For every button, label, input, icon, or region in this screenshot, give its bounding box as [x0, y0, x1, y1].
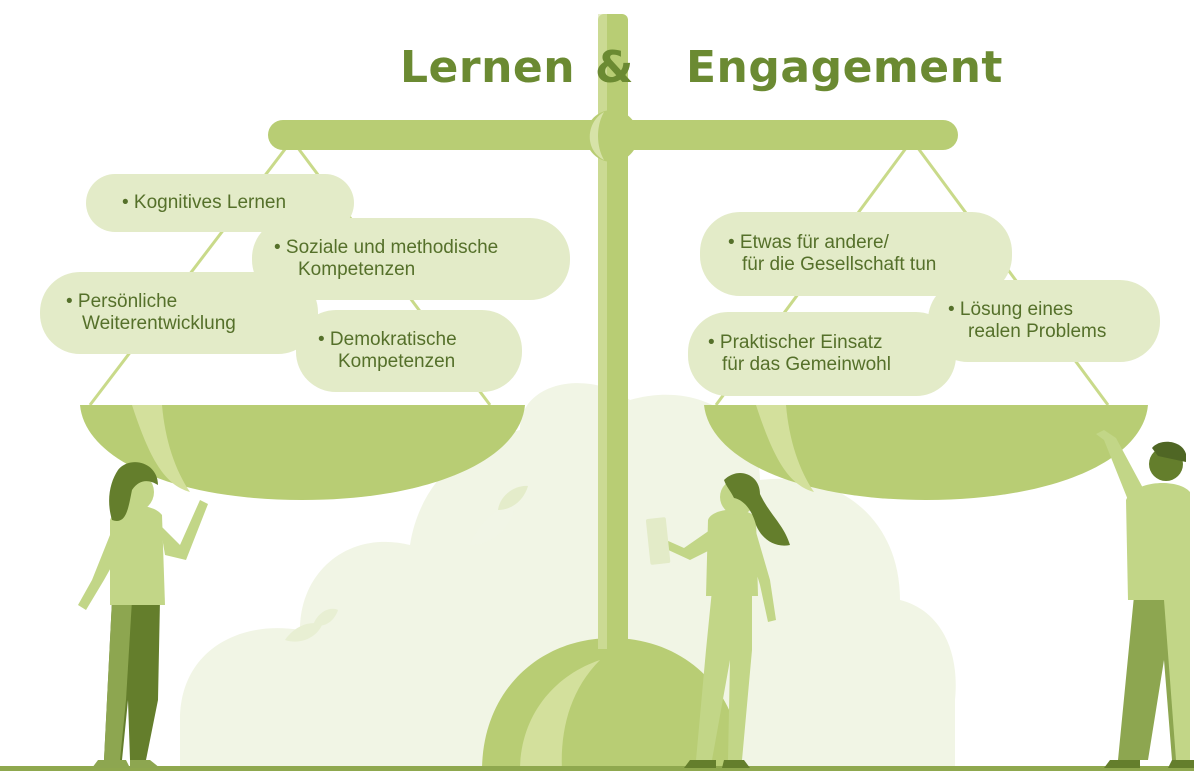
left-item-line: Weiterentwicklung — [82, 313, 236, 334]
leaf-icon — [498, 485, 528, 510]
title-left-word: Lernen — [400, 42, 576, 93]
title-ampersand: & — [595, 42, 634, 93]
person-left-raised-arm — [160, 500, 208, 560]
right-item-line: für die Gesellschaft tun — [742, 254, 937, 275]
person-left-shirt — [110, 505, 165, 605]
person-left-shoe — [130, 760, 160, 768]
person-left-lower-arm — [78, 530, 118, 610]
title-right-word: Engagement — [686, 42, 1003, 93]
left-item-kognitives-lernen: • Kognitives Lernen — [86, 174, 354, 232]
left-item-line: • Persönliche — [66, 291, 178, 312]
right-item-line: • Etwas für andere/ — [728, 232, 889, 253]
leaf-icon — [470, 505, 515, 545]
person-middle-icon — [645, 472, 790, 768]
left-item-persoenliche-weiterentwicklung: • Persönliche Weiterentwicklung — [40, 272, 318, 354]
person-left-icon — [78, 462, 208, 768]
ground-line — [0, 766, 1194, 771]
scale-base-highlight — [520, 660, 600, 771]
person-middle-shoe — [722, 760, 750, 768]
background-cloud-shape — [180, 383, 956, 771]
person-right-shoe — [1168, 760, 1194, 768]
left-pan — [80, 405, 525, 500]
person-left-trousers-shade — [104, 600, 132, 760]
person-left-hair — [109, 462, 158, 521]
right-item-gemeinwohl: • Praktischer Einsatz für das Gemeinwohl — [688, 312, 956, 396]
person-left-shoe — [92, 760, 130, 768]
left-item-line: Kompetenzen — [298, 259, 416, 280]
right-pan — [704, 405, 1148, 500]
person-right-shoe — [1104, 760, 1140, 768]
left-pan-highlight — [132, 405, 190, 492]
right-item-line: • Praktischer Einsatz — [708, 332, 883, 353]
person-middle-paper — [645, 517, 671, 565]
right-item-line: realen Problems — [968, 321, 1107, 342]
left-item-line: • Kognitives Lernen — [122, 192, 287, 213]
scale-pivot-highlight — [589, 112, 604, 160]
person-right-raised-arm — [1096, 430, 1144, 505]
person-middle-shoe — [684, 760, 716, 768]
person-middle-hair — [724, 472, 790, 546]
right-pan-highlight — [756, 405, 814, 492]
person-right-trousers-light — [1164, 600, 1190, 760]
left-item-demokratische-kompetenzen: • Demokratische Kompetenzen — [296, 310, 522, 392]
person-right-shirt — [1126, 482, 1190, 600]
person-middle-arm — [664, 530, 714, 560]
person-right-hair — [1152, 441, 1186, 462]
right-item-line: • Lösung eines — [948, 299, 1073, 320]
person-middle-shirt — [706, 509, 758, 596]
right-item-line: für das Gemeinwohl — [722, 354, 891, 375]
leaf-icon — [313, 608, 338, 626]
right-item-reales-problem: • Lösung eines realen Problems — [928, 280, 1160, 362]
person-right-icon — [1096, 430, 1194, 768]
left-item-line: • Soziale und methodische — [274, 237, 499, 258]
left-item-line: Kompetenzen — [338, 351, 456, 372]
person-middle-arm-right — [748, 525, 776, 622]
left-item-line: • Demokratische — [318, 329, 457, 350]
person-middle-trousers — [696, 590, 752, 760]
leaf-icon — [285, 623, 322, 642]
right-item-gesellschaft: • Etwas für andere/ für die Gesellschaft… — [700, 212, 1012, 296]
scale-pole-highlight — [598, 14, 607, 649]
